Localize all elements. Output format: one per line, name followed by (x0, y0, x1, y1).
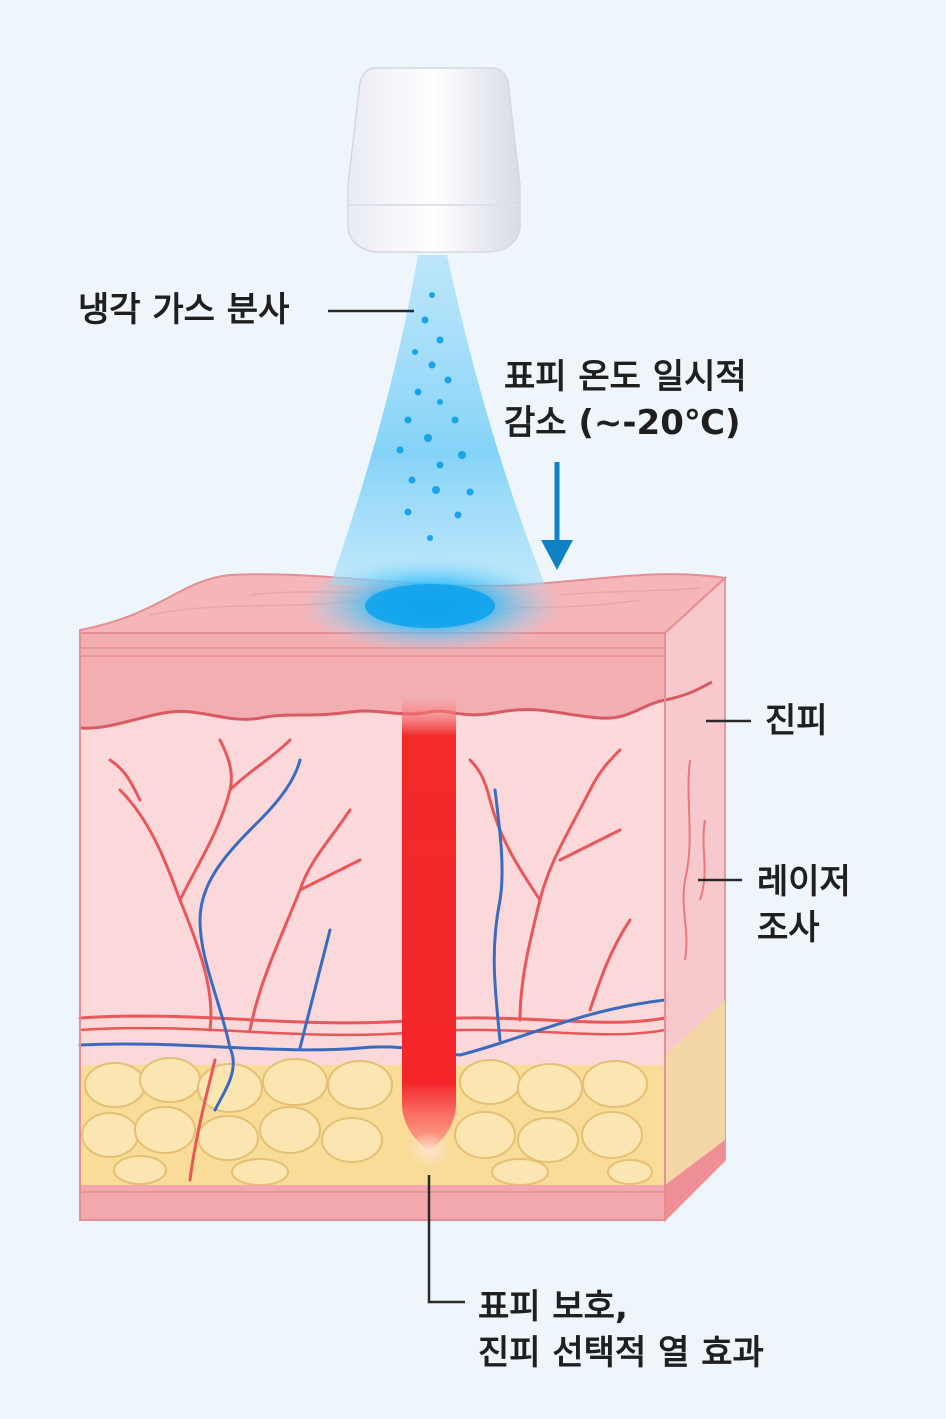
dermis-label-text: 진피 (765, 701, 828, 741)
effect-label-line-1: 표피 보호, (478, 1287, 628, 1327)
leader-lines (328, 309, 751, 1304)
laser-label: 레이저 조사 (757, 859, 851, 951)
epidermis-temp-label: 표피 온도 일시적 감소 (~-20℃) (504, 354, 747, 446)
spray-cone (330, 255, 545, 585)
effect-label-line-2: 진피 선택적 열 효과 (478, 1333, 764, 1373)
skin-block (78, 573, 728, 1223)
leader-effect (427, 1175, 465, 1304)
side-bottom-band (665, 1140, 725, 1220)
cooling-device (347, 67, 521, 253)
temperature-arrow (541, 462, 573, 570)
nozzle-icon (347, 67, 521, 253)
cooling-spray (302, 255, 562, 653)
laser-beam (402, 700, 456, 1168)
cooling-spray-label: 냉각 가스 분사 (78, 287, 289, 333)
effect-label: 표피 보호, 진피 선택적 열 효과 (478, 1284, 764, 1376)
laser-tip-glow (407, 1132, 451, 1168)
spray-droplets (396, 292, 474, 541)
epidermis-layer (80, 633, 665, 729)
cooling-spot-core (365, 584, 495, 628)
laser-label-line-1: 레이저 (757, 862, 851, 902)
epidermis-temp-line-1: 표피 온도 일시적 (504, 357, 747, 397)
fat-cells (81, 1057, 653, 1186)
cooling-spray-label-text: 냉각 가스 분사 (78, 290, 290, 330)
arteries (78, 738, 667, 1182)
laser-label-line-2: 조사 (757, 908, 820, 948)
side-vessels (682, 759, 706, 961)
dermis-label: 진피 (765, 698, 828, 744)
subcutis-bottom-band (80, 1185, 665, 1220)
arrow-down-icon (541, 540, 573, 570)
laser-beam-column (402, 700, 456, 1150)
epidermis-temp-line-2: 감소 (~-20℃) (504, 403, 741, 443)
